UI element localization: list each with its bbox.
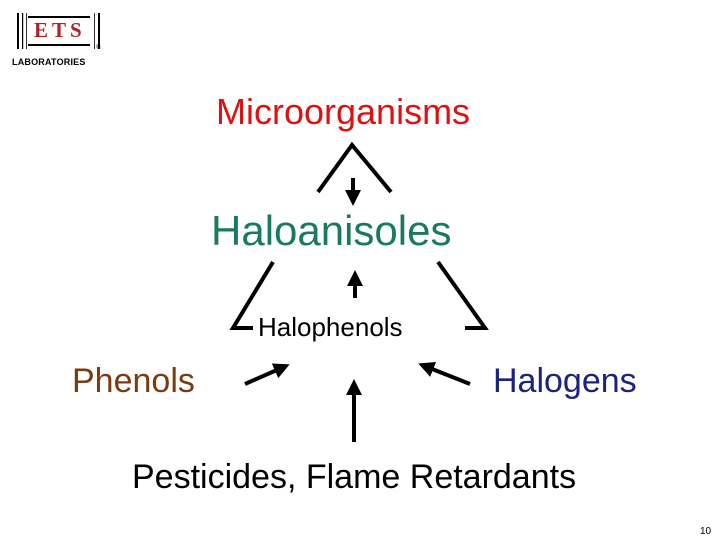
- arrow-halogens-to-halophenols: [418, 361, 471, 386]
- top-triangle-lines: [316, 141, 393, 194]
- node-halophenols: Halophenols: [258, 312, 403, 342]
- node-haloanisoles: Haloanisoles: [211, 207, 452, 254]
- right-bracket-line: [436, 260, 489, 330]
- node-microorganisms: Microorganisms: [216, 91, 471, 132]
- arrow-phenols-to-halophenols: [244, 363, 290, 386]
- logo-letters: ETS: [34, 18, 86, 42]
- logo-subtitle: LABORATORIES: [12, 57, 86, 67]
- ets-laboratories-logo: ETS ® LABORATORIES: [10, 6, 110, 70]
- logo-barcode-frame: [17, 13, 100, 49]
- node-pesticides-flame-retardants: Pesticides, Flame Retardants: [132, 458, 577, 496]
- page-number: 10: [700, 526, 712, 537]
- node-halogens: Halogens: [493, 362, 637, 400]
- left-bracket-line: [229, 260, 275, 330]
- registered-mark: ®: [96, 45, 101, 51]
- node-phenols: Phenols: [72, 362, 195, 400]
